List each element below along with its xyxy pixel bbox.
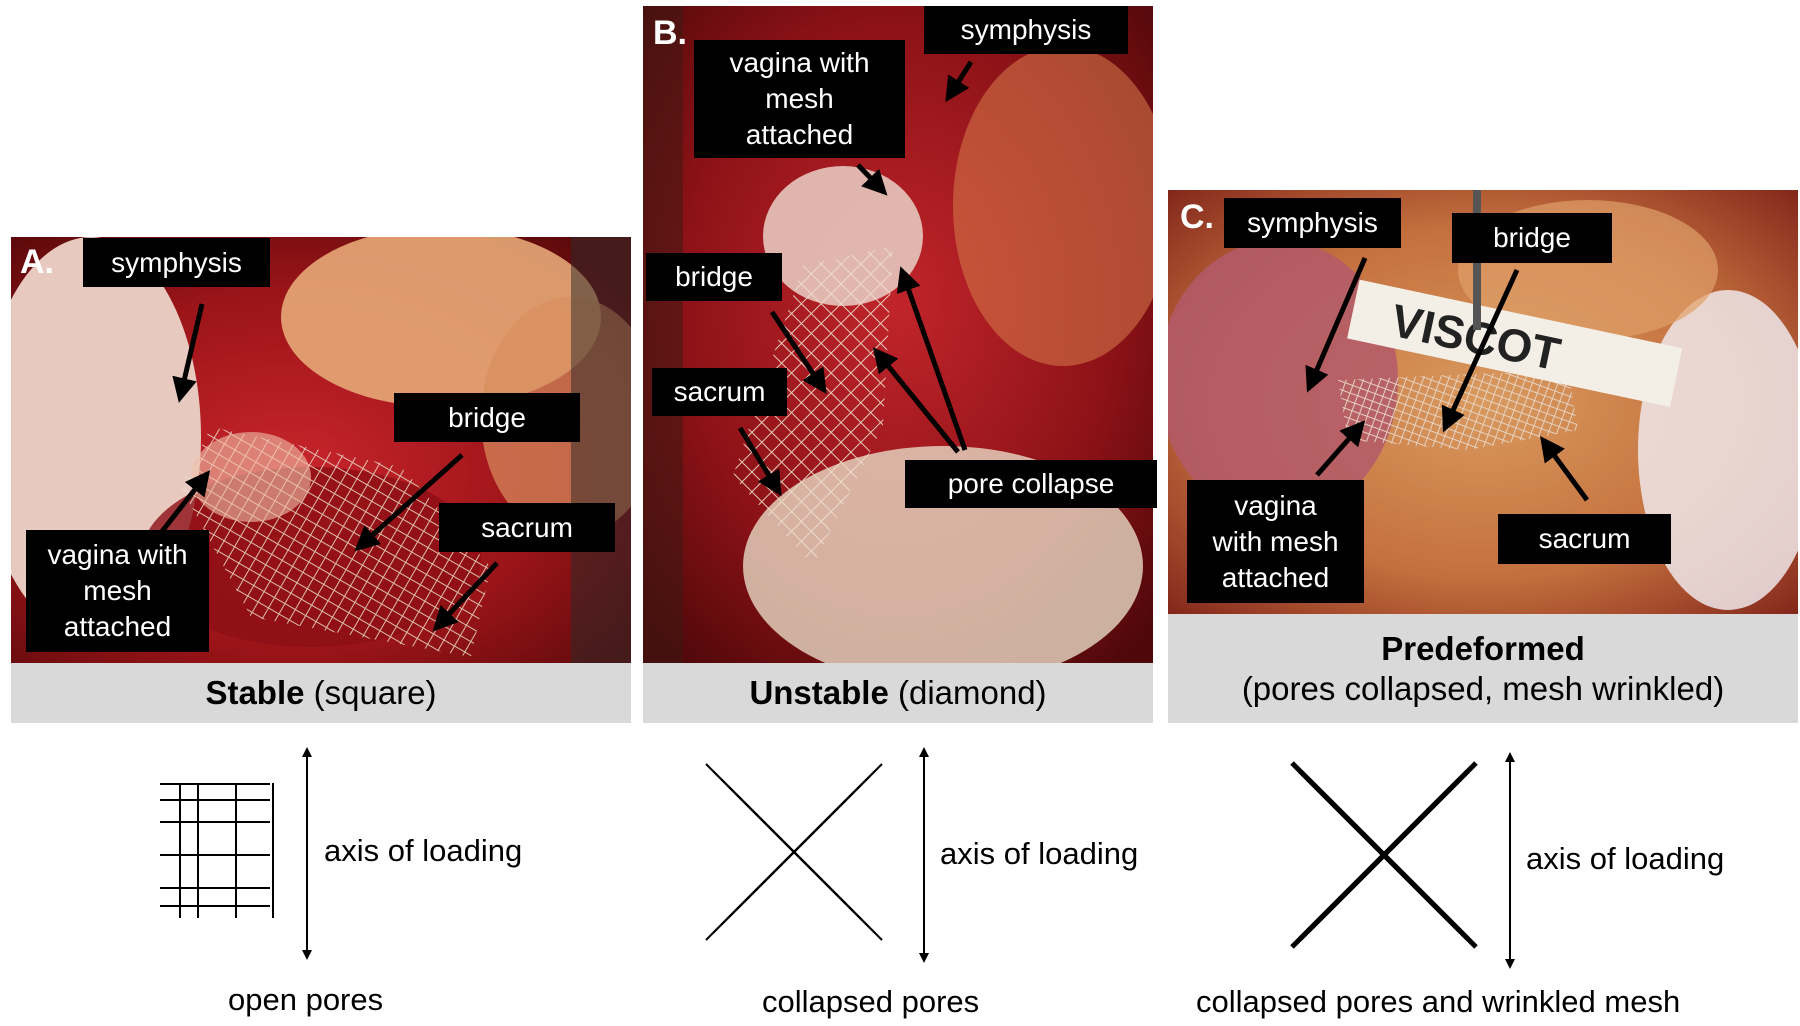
caption-b-bold: Unstable (749, 674, 889, 711)
pore-label-b: collapsed pores (762, 984, 980, 1019)
label-a-vagina: vagina with mesh attached (26, 530, 209, 652)
label-b-symphysis: symphysis (924, 6, 1128, 54)
label-a-bridge: bridge (394, 393, 580, 442)
caption-a-rest: (square) (304, 674, 437, 711)
label-c-bridge: bridge (1452, 213, 1612, 263)
pore-label-a: open pores (228, 982, 384, 1017)
axis-label-b: axis of loading (940, 836, 1139, 871)
label-b-vagina: vagina with mesh attached (694, 40, 905, 158)
caption-c-rest: (pores collapsed, mesh wrinkled) (1241, 669, 1725, 707)
label-c-sacrum: sacrum (1498, 514, 1671, 564)
caption-c-bold: Predeformed (1381, 629, 1585, 667)
caption-c: Predeformed (pores collapsed, mesh wrink… (1168, 614, 1798, 723)
square-mesh-icon (160, 783, 274, 918)
panel-b-letter: B. (653, 14, 687, 52)
axis-label-c: axis of loading (1526, 841, 1725, 876)
label-c-symphysis: symphysis (1224, 198, 1401, 248)
wrinkled-mesh-icon (1290, 761, 1478, 949)
label-b-sacrum: sacrum (652, 368, 787, 416)
label-b-bridge: bridge (646, 253, 782, 301)
panel-a-letter: A. (20, 243, 54, 281)
axis-label-a: axis of loading (324, 833, 523, 868)
label-c-vagina: vagina with mesh attached (1187, 480, 1364, 603)
caption-b-rest: (diamond) (888, 674, 1047, 711)
caption-a-bold: Stable (205, 674, 305, 711)
caption-a: Stable (square) (11, 663, 631, 723)
label-b-pore-collapse: pore collapse (905, 460, 1157, 508)
pore-label-c: collapsed pores and wrinkled mesh (1196, 984, 1681, 1019)
label-a-sacrum: sacrum (439, 503, 615, 552)
caption-b: Unstable (diamond) (643, 663, 1153, 723)
diamond-mesh-icon (705, 763, 883, 941)
label-a-symphysis: symphysis (83, 238, 270, 287)
panel-c-letter: C. (1180, 198, 1214, 236)
